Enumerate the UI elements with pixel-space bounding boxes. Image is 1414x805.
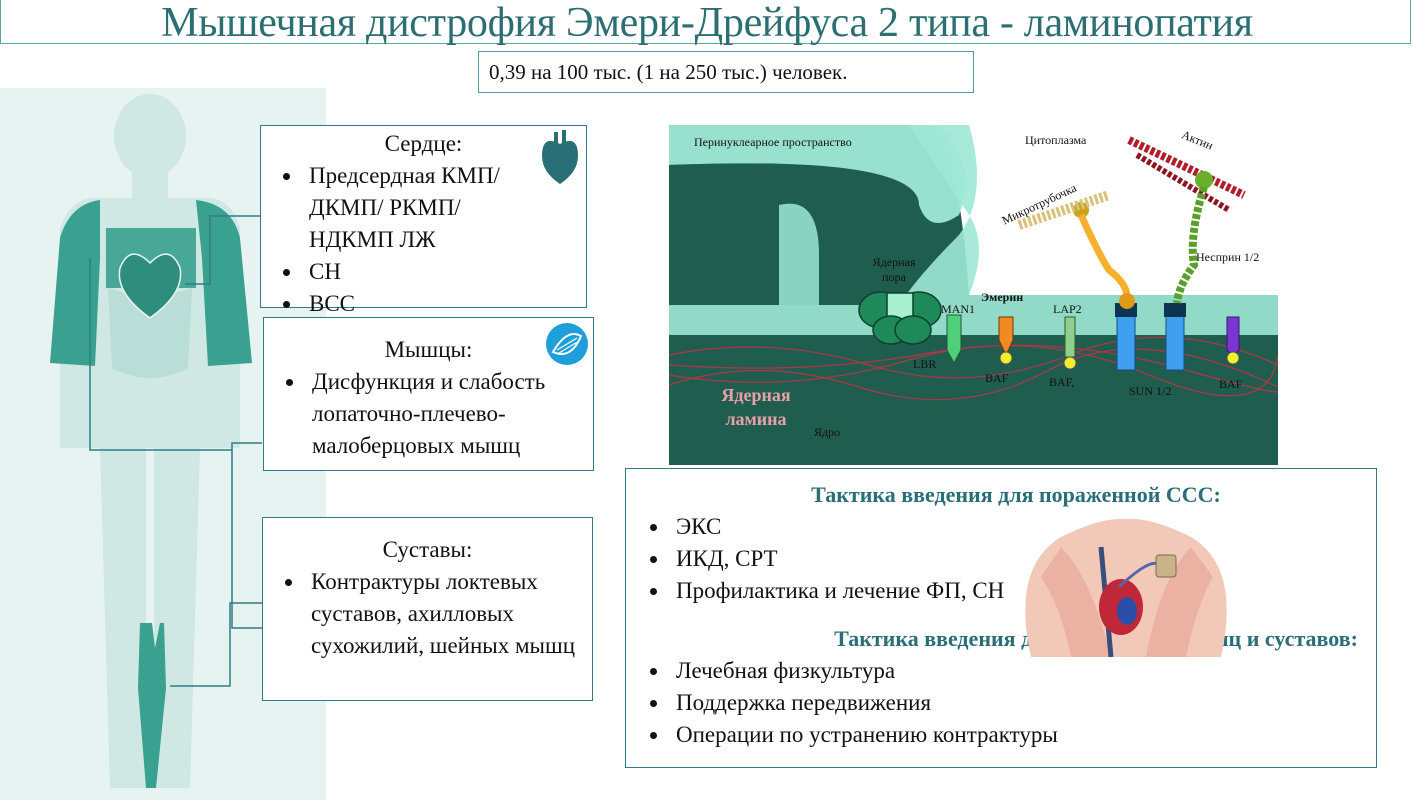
list-item: Дисфункция и слабость лопаточно-плечево-… (306, 366, 593, 462)
label-sun: SUN 1/2 (1129, 384, 1172, 398)
label-nesprin: Несприн 1/2 (1196, 250, 1260, 264)
label-baf-2: BAF, (1049, 375, 1075, 389)
nuclear-envelope-diagram: Перинуклеарное пространство Цитоплазма А… (669, 125, 1278, 465)
joint-box: Суставы: Контрактуры локтевых суставов, … (262, 517, 593, 701)
label-lap2: LAP2 (1053, 302, 1082, 316)
label-nuclear-pore: Ядерная пора (872, 255, 916, 284)
cvs-tactics-list: ЭКС ИКД, СРТ Профилактика и лечение ФП, … (626, 511, 1376, 607)
muscle-box: Мышцы: Дисфункция и слабость лопаточно-п… (263, 317, 594, 471)
title-frame (0, 0, 1411, 44)
heart-box: Сердце: Предсердная КМП/ ДКМП/ РКМП/ НДК… (260, 125, 587, 316)
label-nucleus: Ядро (814, 425, 841, 439)
list-item: ВСС (303, 288, 586, 320)
label-cytoplasm: Цитоплазма (1025, 133, 1087, 147)
heart-icon (542, 130, 578, 184)
muscle-header: Мышцы: (384, 337, 473, 362)
muscle-list: Дисфункция и слабость лопаточно-плечево-… (264, 366, 593, 462)
mj-tactics-list: Лечебная физкультура Поддержка передвиже… (626, 655, 1376, 751)
list-item: СН (303, 256, 586, 288)
list-item: Лечебная физкультура (670, 655, 1376, 687)
list-item: ЭКС (670, 511, 1376, 543)
list-item: Профилактика и лечение ФП, СН (670, 575, 1376, 607)
label-lbr: LBR (913, 357, 937, 371)
label-emerin: Эмерин (981, 290, 1024, 304)
list-item: Контрактуры локтевых суставов, ахилловых… (305, 566, 592, 662)
label-baf-1: BAF (985, 371, 1009, 385)
label-baf-3: BAF (1219, 377, 1243, 391)
list-item: Предсердная КМП/ ДКМП/ РКМП/ НДКМП ЛЖ (303, 160, 586, 256)
joint-header: Суставы: (382, 537, 473, 562)
heart-header: Сердце: (384, 131, 463, 156)
tactics-box: Тактика введения для пораженной ССС: ЭКС… (625, 468, 1377, 768)
muscle-icon (546, 323, 588, 365)
label-perinuclear: Перинуклеарное пространство (694, 135, 852, 149)
cvs-tactics-header: Тактика введения для пораженной ССС: (811, 482, 1221, 507)
list-item: Операции по устранению контрактуры (670, 719, 1376, 751)
joint-list: Контрактуры локтевых суставов, ахилловых… (263, 566, 592, 662)
torso-illustration (1025, 518, 1227, 657)
diagram-drawing (669, 125, 1278, 401)
prevalence-box: 0,39 на 100 тыс. (1 на 250 тыс.) человек… (478, 51, 974, 93)
label-man1: MAN1 (941, 302, 976, 316)
list-item: Поддержка передвижения (670, 687, 1376, 719)
list-item: ИКД, СРТ (670, 543, 1376, 575)
label-lamina: Ядерная ламина (721, 385, 791, 429)
human-silhouette (50, 94, 262, 788)
heart-list: Предсердная КМП/ ДКМП/ РКМП/ НДКМП ЛЖ СН… (261, 160, 586, 320)
page-title: Мышечная дистрофия Эмери-Дрейфуса 2 типа… (161, 0, 1253, 46)
